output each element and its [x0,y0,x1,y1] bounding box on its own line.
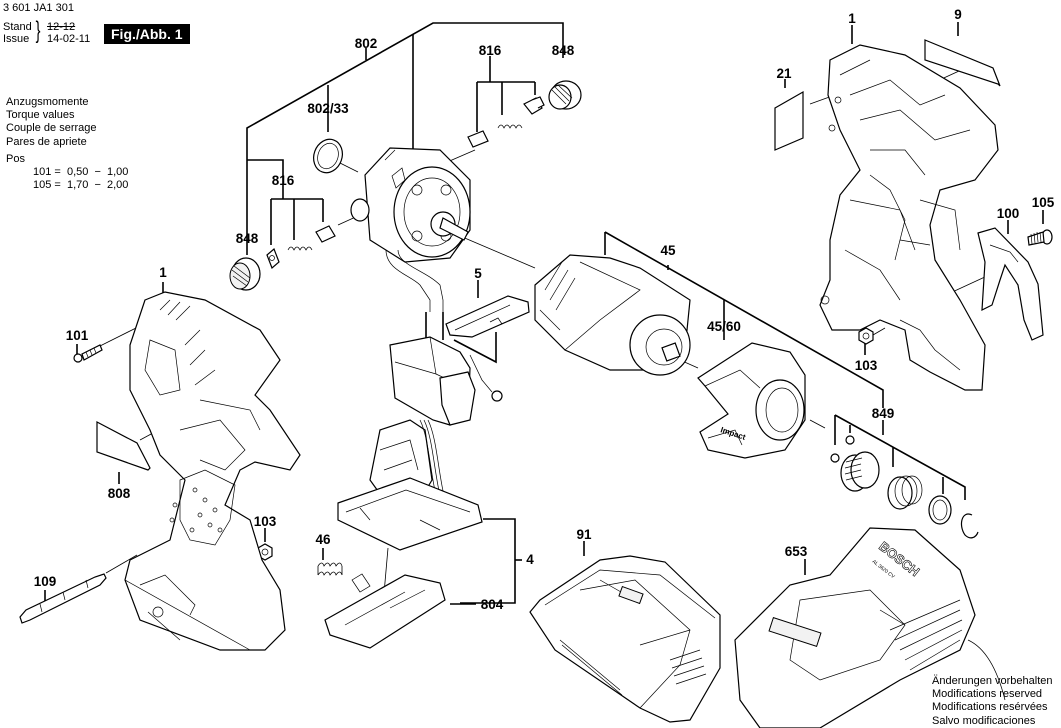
part-653-charger[interactable]: BOSCH AL 3620 CV [735,528,1005,728]
modifications-en: Modifications reserved [932,688,1043,701]
part-848-top-bearing[interactable] [549,81,581,109]
part-1-housing-left[interactable] [125,292,300,650]
part-9-label[interactable] [925,40,1000,86]
callout-45-60[interactable]: 45/60 [707,319,741,334]
callout-91[interactable]: 91 [576,527,592,542]
dates: 12-12 14-02-11 [47,21,90,45]
part-105-screw[interactable] [1028,230,1052,245]
bracket-849 [835,415,965,500]
bracket-802 [247,23,563,245]
modifications-es: Salvo modificaciones [932,714,1036,727]
modifications-fr: Modifications resérvées [932,701,1048,714]
stand-issue-labels: Stand Issue [3,21,32,45]
callout-848-left[interactable]: 848 [235,231,259,246]
part-103-nut-right[interactable] [859,328,873,344]
callout-4[interactable]: 4 [526,552,534,567]
axis-849 [810,420,825,428]
torque-row: 101 = 0,50 − 1,00 [33,166,129,179]
part-109-screwdriver-bit[interactable] [20,574,106,623]
torque-pos-label: Pos [6,152,25,165]
part-5-switch-cover[interactable] [446,296,529,337]
callout-103-left[interactable]: 103 [253,514,277,529]
axis-103-right [873,328,885,335]
part-802-33-oring[interactable] [309,135,347,177]
callout-105[interactable]: 105 [1031,195,1055,210]
torque-row: 105 = 1,70 − 2,00 [33,179,129,192]
callout-802[interactable]: 802 [354,36,378,51]
leader-switch-wires [426,312,443,340]
issue-label: Issue [3,33,30,45]
part-4-electronics-module[interactable] [338,337,502,550]
part-816-top-brush-set[interactable] [468,97,544,147]
modifications-notice: Änderungen vorbehalten Modifications res… [932,675,1052,728]
part-848-left-bearing[interactable] [230,258,260,290]
part-1-housing-right[interactable] [820,45,998,390]
brace-symbol: } [35,17,41,44]
callout-816-left[interactable]: 816 [271,173,295,188]
callout-100[interactable]: 100 [996,206,1020,221]
callout-45[interactable]: 45 [660,243,676,258]
bracket-45 [605,232,883,408]
torque-heading-en: Torque values [6,109,75,122]
callout-21[interactable]: 21 [776,66,792,81]
callout-46[interactable]: 46 [315,532,331,547]
part-802-motor[interactable] [351,148,470,312]
part-100-belt-clip[interactable] [978,228,1043,340]
part-21-label[interactable] [775,92,803,150]
leader-lines [45,22,1043,605]
part-808-label[interactable] [97,422,150,470]
callout-849[interactable]: 849 [871,406,895,421]
callout-808[interactable]: 808 [107,486,131,501]
old-date: 12-12 [47,21,76,33]
callout-816-top[interactable]: 816 [478,43,502,58]
torque-heading-es: Pares de apriete [6,135,87,148]
callout-9[interactable]: 9 [954,7,962,22]
modifications-de: Änderungen vorbehalten [932,675,1053,687]
callout-103-right[interactable]: 103 [854,358,878,373]
leader-5-clip [454,332,496,362]
part-804-contact-plate[interactable] [325,574,445,648]
callout-5[interactable]: 5 [474,266,482,281]
part-46-spring[interactable] [318,563,342,575]
callout-653[interactable]: 653 [784,544,808,559]
callout-109[interactable]: 109 [33,574,57,589]
callout-1-right[interactable]: 1 [848,11,856,26]
stand-label: Stand [3,21,32,33]
leader-816-top [477,56,535,132]
axis-101 [98,327,138,347]
bracket-816-left [247,160,283,199]
torque-heading-fr: Couple de serrage [6,122,97,135]
document-number: 3 601 JA1 301 [3,2,74,14]
part-45-gear-housing[interactable] [535,255,690,375]
axis-109 [106,555,137,573]
torque-heading-de: Anzugsmomente [6,96,89,108]
callout-804[interactable]: 804 [480,597,504,612]
figure-badge: Fig./Abb. 1 [104,24,190,44]
callout-848-top[interactable]: 848 [551,43,575,58]
axis-motor-45 [460,236,535,268]
part-45-60-nose-cover[interactable]: Impact [698,343,805,458]
bracket-4 [460,519,515,603]
torque-values-block: Anzugsmomente Torque values Couple de se… [6,96,128,192]
part-101-screw[interactable] [74,345,102,362]
part-849-chuck-kit[interactable] [831,436,978,538]
callout-1-left[interactable]: 1 [159,265,167,280]
callout-802-33[interactable]: 802/33 [307,101,349,116]
part-91-battery-pack[interactable] [530,556,720,722]
leader-816-left [271,199,323,245]
part-816-left-brush-set[interactable] [267,226,335,268]
issue-date: 14-02-11 [47,33,91,45]
callout-101[interactable]: 101 [65,328,89,343]
